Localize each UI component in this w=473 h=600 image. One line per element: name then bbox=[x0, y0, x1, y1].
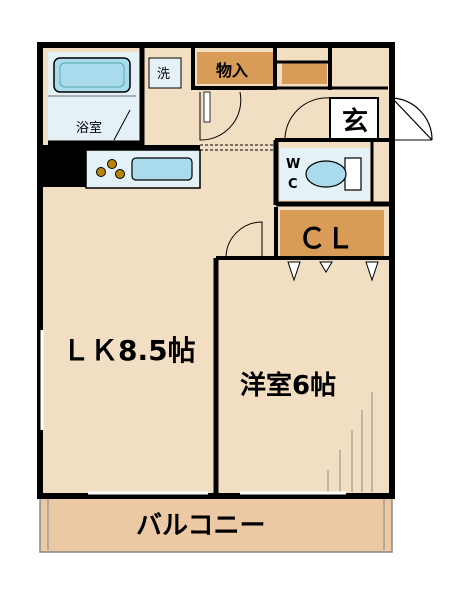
label-washer: 洗 bbox=[157, 67, 170, 82]
label-closet: ＣＬ bbox=[298, 222, 354, 255]
stove-icon bbox=[96, 167, 106, 177]
balcony-area bbox=[39, 495, 393, 553]
storage-box bbox=[197, 52, 273, 84]
label-bath: 浴室 bbox=[76, 120, 102, 136]
label-storage: 物入 bbox=[216, 61, 248, 80]
label-wc-c: C bbox=[288, 177, 298, 192]
door-swing-icon bbox=[199, 91, 242, 141]
sink-icon bbox=[131, 157, 193, 181]
entrance-door-swing bbox=[391, 97, 433, 141]
toilet-icon bbox=[305, 160, 347, 188]
bathtub-icon bbox=[53, 57, 131, 93]
label-western-room: 洋室6帖 bbox=[240, 370, 336, 401]
label-entrance: 玄 bbox=[342, 106, 368, 137]
washer-box bbox=[148, 57, 182, 89]
storage-small bbox=[282, 62, 327, 84]
closet-box bbox=[280, 210, 384, 258]
label-balcony: バルコニー bbox=[136, 511, 265, 541]
label-living-kitchen: ＬＫ8.5帖 bbox=[62, 334, 196, 367]
label-wc-w: W bbox=[286, 157, 300, 172]
